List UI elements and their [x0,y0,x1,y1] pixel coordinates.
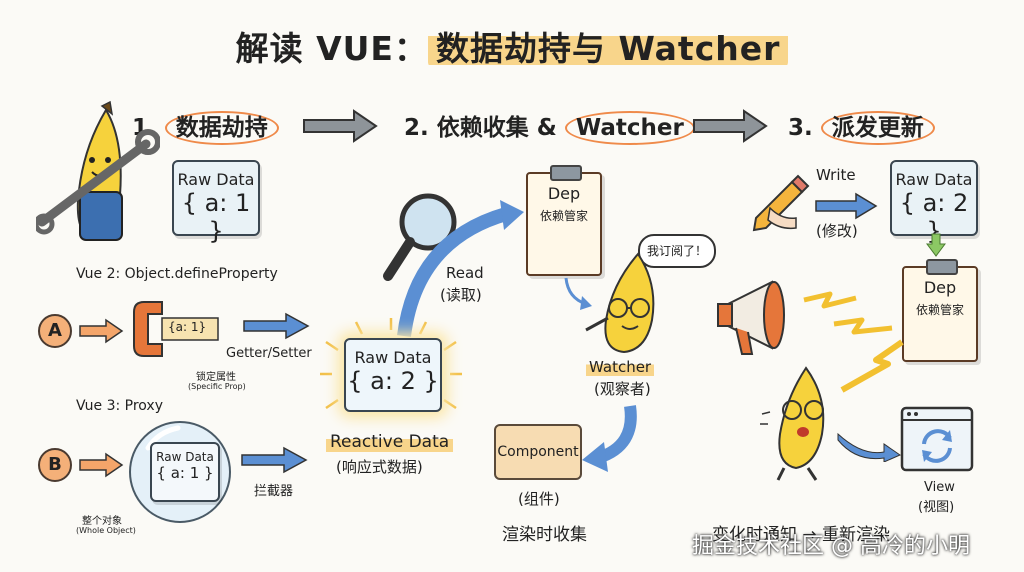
render-arrow-icon [582,405,637,472]
view-cn-label: (视图) [918,500,955,515]
step-3-header: 3. 派发更新 [788,108,935,145]
banana-wrench-mascot-icon [36,100,160,241]
page-title: 解读 VUE：数据劫持与 Watcher [0,22,1024,70]
vue2-label: Vue 2: Object.defineProperty [76,266,278,282]
watcher-banana-icon [585,252,655,354]
dep-clipboard-notify: Dep 依赖管家 [902,259,978,362]
step-2-label: 依赖收集 & [436,115,557,141]
updated-raw-header: Raw Data [895,170,973,189]
blue-arrow-b-icon [241,446,308,474]
badge-b: B [38,448,72,482]
read-cn-label: (读取) [440,286,482,304]
notify-caption: 变化时通知 → 重新渲染 [712,525,891,545]
dep-clipboard-collect: Dep 依赖管家 [526,165,602,276]
notify-dep-title: Dep [923,278,957,297]
read-arrow-icon [397,200,524,337]
orange-arrow-a-icon [79,318,124,344]
step-2-number: 2. [404,115,429,141]
whole-object-cn: 整个对象 [82,516,122,527]
dep-subtitle: 依赖管家 [539,209,588,223]
jumping-banana-icon [760,366,825,481]
step-arrow-2-3-icon [693,109,768,143]
reactive-raw-value: { a: 2 } [347,367,439,395]
dep-title: Dep [547,184,581,203]
raw-data-card-updated: Raw Data { a: 2 } [890,160,978,245]
reactive-data-cn: (响应式数据) [336,458,423,476]
write-arrow-icon [815,192,878,220]
title-highlight: 数据劫持与 Watcher [427,29,789,68]
write-label: Write [816,166,856,184]
raw-data-value: { a: 1 } [181,189,251,245]
title-prefix: 解读 VUE： [235,29,428,68]
getter-setter-label: Getter/Setter [226,346,312,361]
specific-prop-cn: 锁定属性 [196,372,236,383]
component-box: Component [494,424,582,480]
specific-prop-en: (Specific Prop) [188,382,246,391]
watermark: 掘金技术社区 @ 高冷的小明 [692,534,970,559]
step-3-number: 3. [788,115,813,141]
bubble-raw-header: Raw Data [156,450,214,464]
megaphone-icon [717,280,785,355]
step-1-header: 1. 数据劫持 [132,108,279,145]
step-1-label: 数据劫持 [164,111,279,145]
watcher-cn-label: (观察者) [594,380,651,398]
reactive-data-card: Raw Data { a: 2 } [344,338,442,412]
clamp-icon [133,301,219,357]
blue-arrow-a-icon [243,312,310,340]
pencil-hand-icon [752,174,810,232]
lightning-bolts-icon [803,291,893,335]
watcher-label: Watcher [586,358,655,376]
whole-object-en: (Whole Object) [76,526,136,535]
green-down-arrow-icon [926,233,946,257]
view-window-icon [900,406,974,472]
orange-arrow-b-icon [79,452,124,478]
read-label: Read [446,264,484,282]
magnifier-icon [383,193,457,281]
view-label: View [924,480,955,495]
clipboard-clip-icon [550,165,582,181]
step-arrow-1-2-icon [303,109,378,143]
reactive-glow-icon [320,318,462,410]
speech-bubble: 我订阅了！ [638,234,716,268]
component-cn-label: (组件) [518,490,560,508]
collect-caption: 渲染时收集 [502,525,587,545]
reactive-data-label: Reactive Data [326,432,454,452]
clipboard-clip-icon-2 [926,259,958,275]
bubble-raw-data-card: Raw Data { a: 1 } [150,442,220,502]
write-cn-label: (修改) [816,222,858,240]
raw-data-card-initial: Raw Data { a: 1 } [172,160,260,245]
raw-data-header: Raw Data [177,170,255,189]
reactive-raw-header: Raw Data [354,348,432,367]
step-2-watcher-label: Watcher [564,111,695,145]
vue3-label: Vue 3: Proxy [76,398,163,414]
clamp-value: {a: 1} [168,320,207,334]
interceptor-label: 拦截器 [254,484,294,499]
subscribe-arrow-icon [564,277,592,310]
bubble-raw-value: { a: 1 } [156,464,214,482]
step-2-header: 2. 依赖收集 & Watcher [404,108,695,145]
lightning-bolt-down-icon [840,339,904,393]
view-arrow-icon [837,432,902,462]
step-3-label: 派发更新 [820,111,935,145]
notify-dep-subtitle: 依赖管家 [915,303,964,317]
badge-a: A [38,314,72,348]
